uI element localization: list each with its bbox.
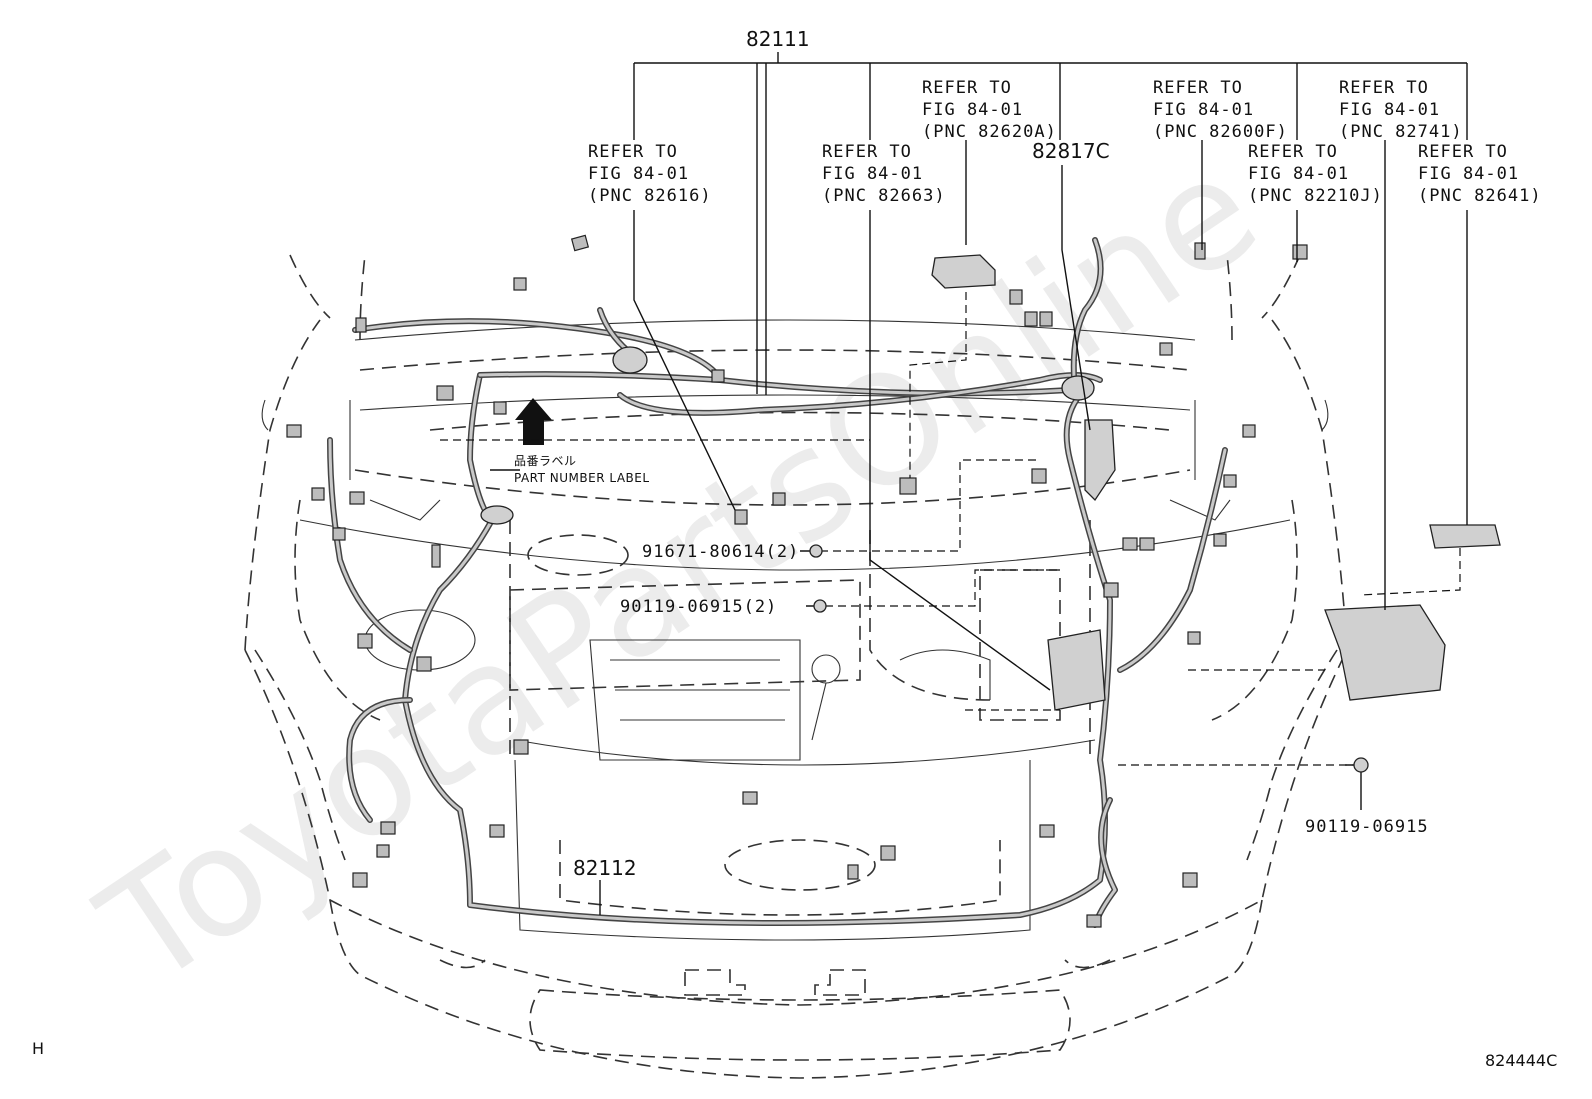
part-82817c bbox=[1084, 419, 1116, 502]
refer-note-line1: REFER TO bbox=[1418, 142, 1508, 162]
refer-note-line1: REFER TO bbox=[1339, 78, 1429, 98]
bolt-90119-06915-2-label: 90119-06915(2) bbox=[620, 597, 777, 617]
footer-left-mark: H bbox=[32, 1039, 44, 1058]
part-number-label-arrow bbox=[515, 398, 552, 445]
pnc-82620a-part bbox=[931, 254, 996, 289]
refer-note-line2: FIG 84-01 bbox=[822, 164, 923, 184]
bolt-91671-80614-icon bbox=[800, 544, 823, 558]
refer-note-line3: (PNC 82600F) bbox=[1153, 122, 1288, 142]
refer-note-pnc-82663: REFER TO FIG 84-01 (PNC 82663) bbox=[822, 142, 946, 206]
refer-note-line1: REFER TO bbox=[822, 142, 912, 162]
bolts bbox=[800, 544, 1369, 773]
refer-note-line1: REFER TO bbox=[922, 78, 1012, 98]
watermark-text: ToyotaPartsOnline bbox=[72, 122, 1287, 1020]
connectors bbox=[286, 234, 1308, 928]
refer-note-line3: (PNC 82620A) bbox=[922, 122, 1057, 142]
refer-note-line1: REFER TO bbox=[1153, 78, 1243, 98]
refer-note-line2: FIG 84-01 bbox=[588, 164, 689, 184]
bolt-91671-80614-label: 91671-80614(2) bbox=[642, 542, 799, 562]
bolt-90119-06915-icon bbox=[1345, 757, 1369, 773]
refer-note-line2: FIG 84-01 bbox=[1153, 100, 1254, 120]
refer-note-line1: REFER TO bbox=[588, 142, 678, 162]
refer-note-pnc-82620a: REFER TO FIG 84-01 (PNC 82620A) bbox=[922, 78, 1057, 142]
refer-note-line1: REFER TO bbox=[1248, 142, 1338, 162]
harness-82111-label: 82111 bbox=[746, 27, 810, 51]
refer-note-pnc-82616: REFER TO FIG 84-01 (PNC 82616) bbox=[588, 142, 712, 206]
refer-note-line3: (PNC 82641) bbox=[1418, 186, 1542, 206]
pnc-82741-fuse-block bbox=[1324, 604, 1446, 701]
refer-note-line3: (PNC 82741) bbox=[1339, 122, 1463, 142]
part-82817c-label: 82817C bbox=[1032, 139, 1110, 163]
relay-block bbox=[1047, 629, 1106, 711]
bolt-90119-06915-2-icon bbox=[806, 599, 827, 613]
figure-id-label: 824444C bbox=[1485, 1051, 1557, 1070]
car-body-outline bbox=[244, 254, 1348, 1079]
refer-note-pnc-82210j: REFER TO FIG 84-01 (PNC 82210J) bbox=[1248, 142, 1383, 206]
refer-note-pnc-82641: REFER TO FIG 84-01 (PNC 82641) bbox=[1418, 142, 1542, 206]
harness-82112-label: 82112 bbox=[573, 856, 637, 880]
components bbox=[931, 254, 1501, 711]
pnc-82641-part bbox=[1429, 524, 1501, 549]
refer-note-line2: FIG 84-01 bbox=[1339, 100, 1440, 120]
harness-82111 bbox=[327, 237, 1228, 928]
leader-lines bbox=[440, 52, 1468, 915]
bolt-90119-06915-label: 90119-06915 bbox=[1305, 817, 1429, 837]
refer-note-pnc-82741: REFER TO FIG 84-01 (PNC 82741) bbox=[1339, 78, 1463, 142]
refer-note-line2: FIG 84-01 bbox=[1248, 164, 1349, 184]
part-number-label-en: PART NUMBER LABEL bbox=[514, 471, 650, 485]
refer-note-pnc-82600f: REFER TO FIG 84-01 (PNC 82600F) bbox=[1153, 78, 1288, 142]
refer-note-line3: (PNC 82210J) bbox=[1248, 186, 1383, 206]
refer-note-line3: (PNC 82663) bbox=[822, 186, 946, 206]
refer-note-line2: FIG 84-01 bbox=[1418, 164, 1519, 184]
refer-note-line2: FIG 84-01 bbox=[922, 100, 1023, 120]
part-number-label-jp: 品番ラベル bbox=[514, 454, 577, 468]
refer-note-line3: (PNC 82616) bbox=[588, 186, 712, 206]
